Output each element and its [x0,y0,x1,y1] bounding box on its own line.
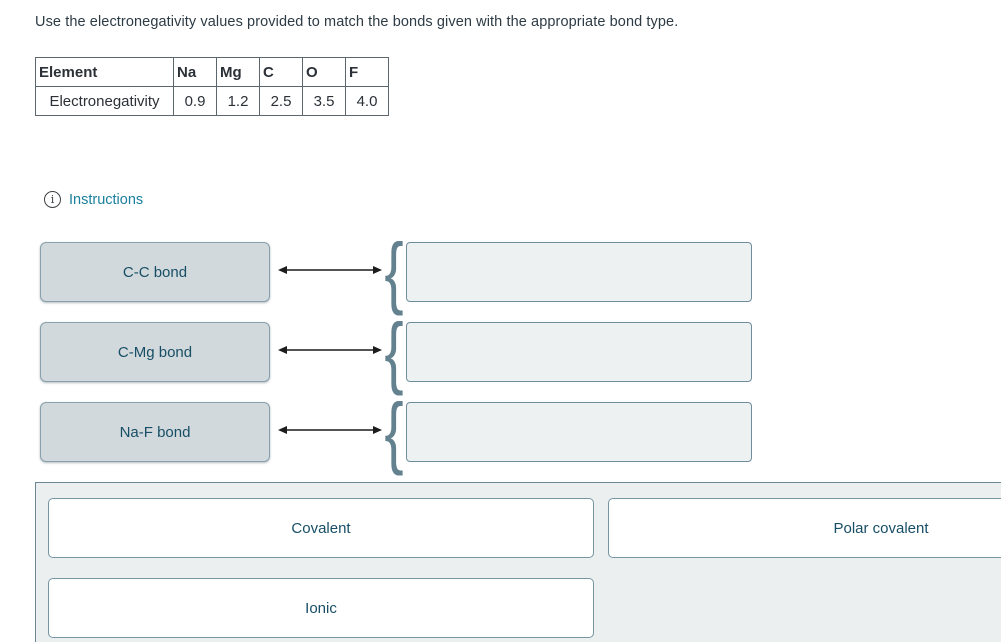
table-row-label: Electronegativity [35,86,174,116]
info-icon: i [44,191,61,208]
table-cell-o: 3.5 [302,86,346,116]
match-row-cmg: C-Mg bond { [40,307,754,396]
bond-chip-cc[interactable]: C-C bond [40,242,270,302]
table-header-element: Element [35,57,174,87]
drop-zone-naf[interactable] [406,402,752,462]
brace-glyph: { [384,387,404,476]
drop-zone-cmg[interactable] [406,322,752,382]
match-row-naf: Na-F bond { [40,387,754,476]
table-cell-c: 2.5 [259,86,303,116]
double-arrow-icon [278,263,382,282]
answer-chip-covalent[interactable]: Covalent [48,498,594,558]
match-row-cc: C-C bond { [40,227,754,316]
bond-chip-naf-label: Na-F bond [119,423,191,441]
bond-chip-cmg-label: C-Mg bond [117,343,193,361]
table-values-row: Electronegativity 0.9 1.2 2.5 3.5 4.0 [35,86,389,116]
table-header-mg: Mg [216,57,260,87]
table-header-f: F [345,57,389,87]
table-cell-f: 4.0 [345,86,389,116]
answer-bank: Covalent Polar covalent Ionic [35,482,1001,642]
drop-zone-cc[interactable] [406,242,752,302]
table-cell-mg: 1.2 [216,86,260,116]
brace-glyph: { [384,307,404,396]
bond-chip-cmg[interactable]: C-Mg bond [40,322,270,382]
answer-chip-polar-covalent[interactable]: Polar covalent [608,498,1001,558]
table-cell-na: 0.9 [173,86,217,116]
bond-chip-cc-label: C-C bond [122,263,188,281]
question-prompt: Use the electronegativity values provide… [35,14,679,30]
double-arrow-icon [278,343,382,362]
table-header-row: Element Na Mg C O F [35,57,389,87]
info-icon-glyph: i [50,193,55,206]
brace-glyph: { [384,227,404,316]
table-header-na: Na [173,57,217,87]
double-arrow-icon [278,423,382,442]
answer-chip-ionic[interactable]: Ionic [48,578,594,638]
electronegativity-table: Element Na Mg C O F Electronegativity 0.… [35,57,389,116]
table-header-c: C [259,57,303,87]
instructions-link[interactable]: i Instructions [44,191,143,208]
table-header-o: O [302,57,346,87]
bond-chip-naf[interactable]: Na-F bond [40,402,270,462]
instructions-label: Instructions [69,191,144,208]
